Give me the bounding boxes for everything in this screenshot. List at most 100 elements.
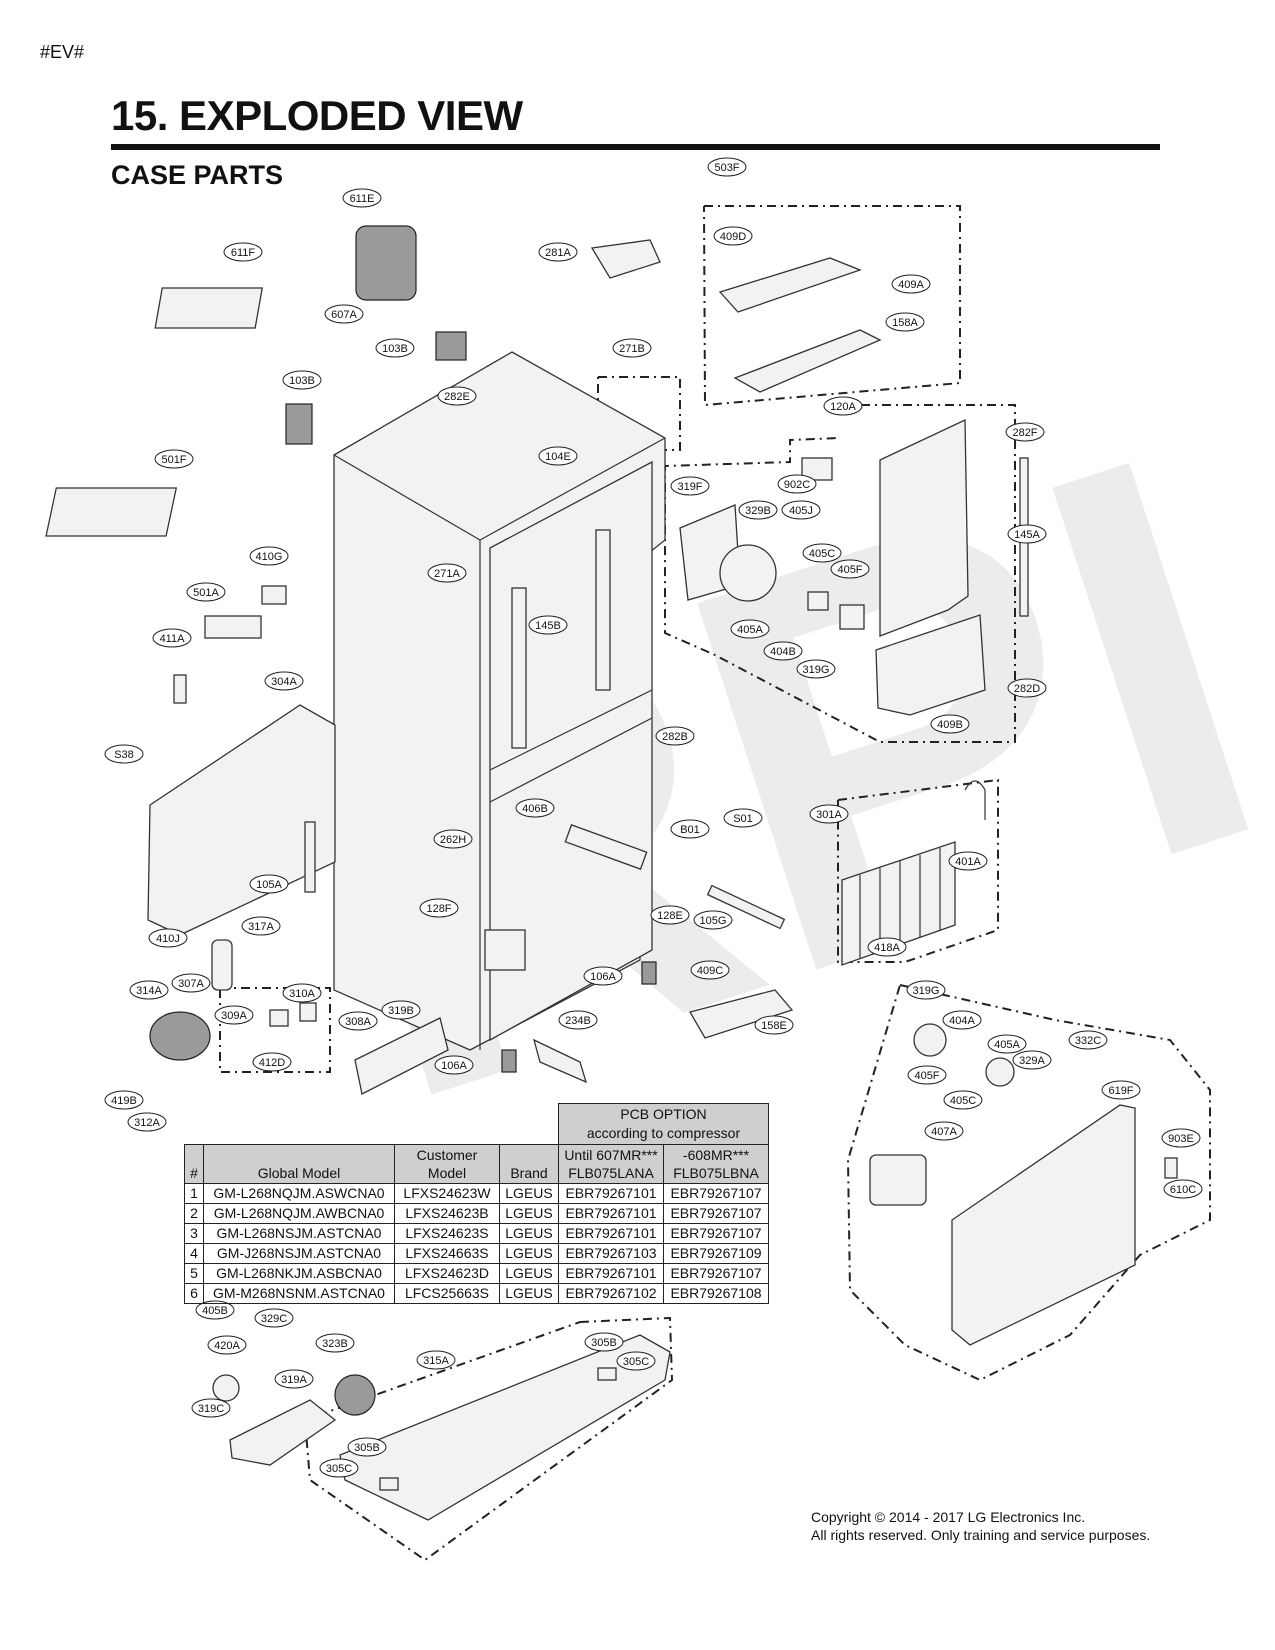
callout-bubble [129,980,169,1000]
copyright-line-2: All rights reserved. Only training and s… [811,1527,1151,1543]
page-tag: #EV# [40,42,85,62]
part-callout: 301A [809,804,849,824]
part-callout: 405C [943,1090,983,1110]
copyright-line-1: Copyright © 2014 - 2017 LG Electronics I… [811,1509,1086,1525]
part-callout: 319G [796,659,836,679]
part-callout: 104E [538,446,578,466]
callout-bubble [707,157,747,177]
callout-bubble [375,338,415,358]
callout-bubble [127,1112,167,1132]
callout-bubble [148,928,188,948]
callout-label: 329C [261,1313,287,1325]
callout-label: 405C [950,1095,976,1107]
callout-bubble [924,1121,964,1141]
part-callout: 103B [282,370,322,390]
callout-bubble [830,559,870,579]
callout-bubble [670,476,710,496]
callout-bubble [223,242,263,262]
part-callout: 418A [867,937,907,957]
callout-label: 105G [700,915,727,927]
callout-bubble [282,983,322,1003]
table-row: 2 GM-L268NQJM.AWBCNA0 LFXS24623B LGEUS E… [184,1203,769,1224]
table-row: 3 GM-L268NSJM.ASTCNA0 LFXS24623S LGEUS E… [184,1223,769,1244]
callout-label: 103B [289,375,315,387]
copyright-notice: Copyright © 2014 - 2017 LG Electronics I… [811,1508,1150,1544]
callout-label: 405B [202,1305,228,1317]
callout-bubble [1005,422,1045,442]
part-callout: 619F [1101,1080,1141,1100]
callout-bubble [152,628,192,648]
callout-label: 305B [591,1337,617,1349]
callout-label: 501F [161,454,186,466]
callout-label: 128F [426,903,451,915]
part-callout: 401A [948,851,988,871]
part-callout: 304A [264,671,304,691]
part-callout: 271A [427,563,467,583]
table-row: 5 GM-L268NKJM.ASBCNA0 LFXS24623D LGEUS E… [184,1263,769,1284]
callout-bubble [690,960,730,980]
callout-bubble [885,312,925,332]
callout-label: 319F [677,481,702,493]
callout-bubble [254,1308,294,1328]
part-callout: 128F [419,898,459,918]
part-callout: 410J [148,928,188,948]
callout-label: 319B [388,1005,414,1017]
callout-bubble [867,937,907,957]
callout-label: 106A [590,971,616,983]
part-callout: 409B [930,714,970,734]
part-callout: 329C [254,1308,294,1328]
refrigerator-cabinet [333,351,666,1051]
callout-label: 271A [434,568,460,580]
part-callout: 329A [1012,1050,1052,1070]
callout-bubble [891,274,931,294]
callout-bubble [1068,1030,1108,1050]
callout-label: 234B [565,1015,591,1027]
callout-label: 405A [737,624,763,636]
callout-label: 104E [545,451,571,463]
table-row: 1 GM-L268NQJM.ASWCNA0 LFXS24623W LGEUS E… [184,1183,769,1204]
callout-label: 406B [522,803,548,815]
callout-bubble [823,396,863,416]
callout-label: 282D [1014,683,1040,695]
part-callout: 409D [713,226,753,246]
callout-label: 405J [789,505,813,517]
part-callout: 158A [885,312,925,332]
pcb-option-table: PCB OPTION according to compressor # Glo… [184,1103,769,1304]
callout-bubble [730,619,770,639]
callout-bubble [538,446,578,466]
callout-label: 319C [198,1403,224,1415]
part-callout: 310A [282,983,322,1003]
callout-bubble [427,563,467,583]
callout-bubble [433,829,473,849]
callout-bubble [906,980,946,1000]
callout-bubble [249,874,289,894]
part-callout: 314A [129,980,169,1000]
callout-bubble [781,500,821,520]
callout-label: 309A [221,1010,247,1022]
callout-label: 312A [134,1117,160,1129]
part-callout: 503F [707,157,747,177]
callout-label: 271B [619,343,645,355]
callout-label: 314A [136,985,162,997]
base-plate-assembly [212,1334,671,1521]
page-title: 15. EXPLODED VIEW [111,92,523,139]
callout-label: 128E [657,910,683,922]
callout-bubble [930,714,970,734]
part-callout: 610C [1163,1179,1203,1199]
callout-bubble [319,1458,359,1478]
part-callout: 405C [802,543,842,563]
callout-bubble [338,1011,378,1031]
callout-bubble [1007,524,1047,544]
part-callout: 404B [763,641,803,661]
part-callout: S38 [104,744,144,764]
callout-label: 611F [231,247,256,259]
part-callout: 317A [241,916,281,936]
callout-bubble [528,615,568,635]
part-callout: 407A [924,1121,964,1141]
left-side-parts [45,225,467,1095]
callout-label: 607A [331,309,357,321]
part-callout: 406B [515,798,555,818]
callout-bubble [186,582,226,602]
callout-label: 305C [623,1356,649,1368]
callout-bubble [650,905,690,925]
